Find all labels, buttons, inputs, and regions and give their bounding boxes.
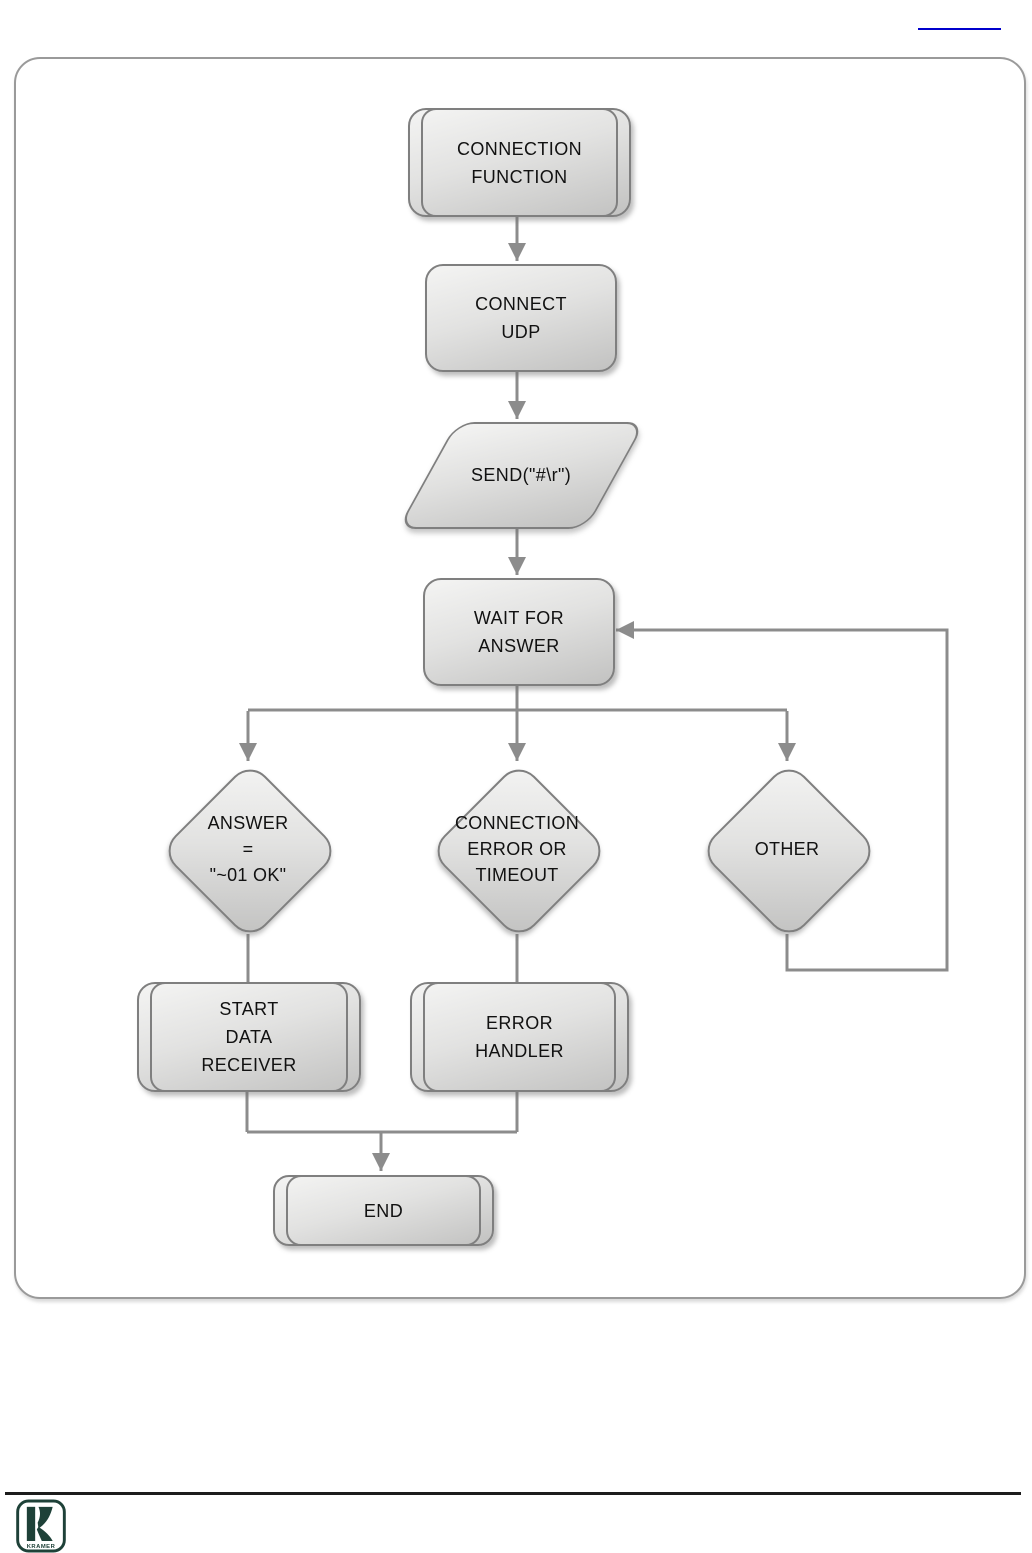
node-wait-for-answer: WAIT FOR ANSWER — [423, 578, 615, 686]
node-connect-udp-label: CONNECT UDP — [475, 290, 567, 346]
decision-other: OTHER — [698, 760, 880, 942]
node-end: END — [273, 1175, 494, 1246]
label-line: RECEIVER — [201, 1055, 297, 1075]
label-line: = — [242, 839, 254, 859]
node-send-label: SEND("#\r") — [471, 465, 571, 486]
label-line: CONNECT — [475, 294, 567, 314]
node-wait-for-answer-label: WAIT FOR ANSWER — [474, 604, 564, 660]
label-line: OTHER — [754, 839, 820, 859]
kramer-logo: KRAMER — [16, 1499, 66, 1553]
label-line: ANSWER — [207, 813, 289, 833]
label-line: HANDLER — [475, 1041, 564, 1061]
label-line: WAIT FOR — [473, 608, 565, 628]
label-line: SEND("#\r") — [471, 465, 572, 485]
decision-other-label: OTHER — [702, 764, 872, 934]
node-start-data-receiver-label: START DATA RECEIVER — [201, 995, 296, 1079]
node-start-data-receiver: START DATA RECEIVER — [137, 982, 361, 1092]
decision-answer-ok-label: ANSWER = "~01 OK" — [163, 764, 333, 934]
node-error-handler-label: ERROR HANDLER — [475, 1009, 564, 1065]
label-line: TIMEOUT — [475, 865, 559, 885]
top-right-link-underline[interactable] — [918, 28, 1001, 30]
label-line: UDP — [501, 322, 541, 342]
label-line: CONNECTION — [455, 813, 579, 833]
footer-rule — [5, 1492, 1021, 1495]
decision-connection-error-label: CONNECTION ERROR OR TIMEOUT — [432, 764, 602, 934]
node-error-handler: ERROR HANDLER — [410, 982, 629, 1092]
node-connection-function-label: CONNECTION FUNCTION — [457, 135, 582, 191]
label-line: ERROR — [485, 1013, 553, 1033]
label-line: ERROR OR — [467, 839, 567, 859]
node-connect-udp: CONNECT UDP — [425, 264, 617, 372]
decision-connection-error: CONNECTION ERROR OR TIMEOUT — [428, 760, 610, 942]
label-line: START — [219, 999, 279, 1019]
kramer-logo-text: KRAMER — [27, 1544, 56, 1550]
label-line: CONNECTION — [457, 138, 582, 159]
node-end-label: END — [364, 1197, 403, 1225]
label-line: DATA — [225, 1027, 273, 1047]
label-line: END — [363, 1200, 404, 1221]
kramer-k-icon — [26, 1506, 53, 1541]
label-line: "~01 OK" — [209, 865, 287, 885]
node-connection-function: CONNECTION FUNCTION — [408, 108, 631, 217]
decision-answer-ok: ANSWER = "~01 OK" — [159, 760, 341, 942]
label-line: ANSWER — [478, 636, 560, 656]
label-line: FUNCTION — [471, 166, 568, 187]
